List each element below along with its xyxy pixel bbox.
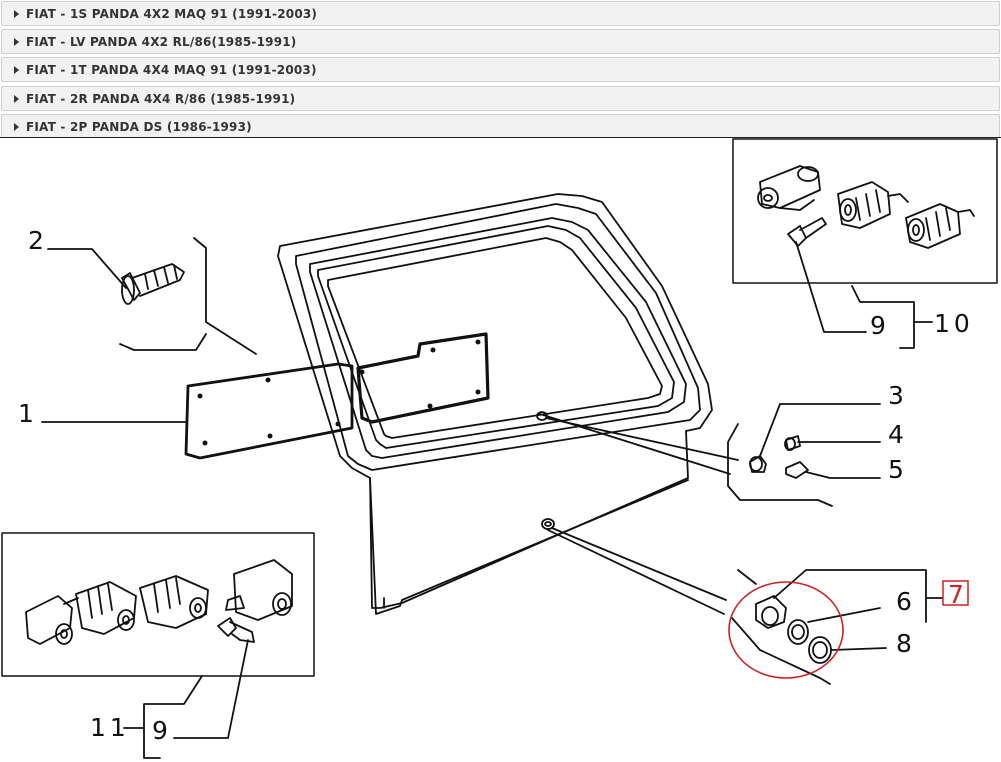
accordion-item-label: FIAT - 1S PANDA 4X2 MAQ 91 (1991-2003) xyxy=(26,6,318,21)
lock-cylinder-set-bottom xyxy=(25,559,293,645)
expand-triangle-icon xyxy=(14,9,19,18)
expand-triangle-icon xyxy=(14,94,19,103)
callout-7-box[interactable] xyxy=(942,580,969,606)
callout-10: 10 xyxy=(934,309,974,338)
accordion-item-label: FIAT - 2R PANDA 4X4 R/86 (1985-1991) xyxy=(26,91,296,106)
screw-part xyxy=(121,263,185,305)
parts-diagram: 2 1 3 4 5 6 8 9 10 11 9 7 xyxy=(0,137,1001,761)
callout-11: 11 xyxy=(90,713,130,742)
accordion-item-2r-panda-4x4[interactable]: FIAT - 2R PANDA 4X4 R/86 (1985-1991) xyxy=(1,86,1000,111)
callout-7[interactable]: 7 xyxy=(948,580,964,609)
accordion-item-label: FIAT - LV PANDA 4X2 RL/86(1985-1991) xyxy=(26,34,297,49)
accordion-item-lv-panda-4x2[interactable]: FIAT - LV PANDA 4X2 RL/86(1985-1991) xyxy=(1,29,1000,54)
highlight-circle xyxy=(728,581,844,679)
callout-6: 6 xyxy=(896,587,912,616)
tailgate-panel xyxy=(277,193,713,615)
callout-1: 1 xyxy=(18,399,34,428)
accordion-item-label: FIAT - 1T PANDA 4X4 MAQ 91 (1991-2003) xyxy=(26,62,317,77)
expand-triangle-icon xyxy=(14,122,19,131)
callout-2: 2 xyxy=(28,226,44,255)
accordion-item-1t-panda-4x4[interactable]: FIAT - 1T PANDA 4X4 MAQ 91 (1991-2003) xyxy=(1,57,1000,82)
lock-barrel-parts-6-8 xyxy=(755,595,832,664)
callout-5: 5 xyxy=(888,455,904,484)
tailgate-exploded-view: 2 1 3 4 5 6 8 9 10 11 9 7 xyxy=(1,138,998,759)
callout-4: 4 xyxy=(888,420,904,449)
small-parts-3-5 xyxy=(749,435,809,479)
accordion-item-2p-panda-ds[interactable]: FIAT - 2P PANDA DS (1986-1993) xyxy=(1,114,1000,139)
accordion-item-label: FIAT - 2P PANDA DS (1986-1993) xyxy=(26,119,252,134)
callout-8: 8 xyxy=(896,629,912,658)
lock-cylinder-set-top xyxy=(757,165,975,249)
callout-3: 3 xyxy=(888,381,904,410)
trim-panel xyxy=(184,332,490,460)
callout-9-bottom: 9 xyxy=(152,716,168,745)
expand-triangle-icon xyxy=(14,37,19,46)
accordion-item-1s-panda-4x2[interactable]: FIAT - 1S PANDA 4X2 MAQ 91 (1991-2003) xyxy=(1,1,1000,26)
expand-triangle-icon xyxy=(14,65,19,74)
callout-9-top: 9 xyxy=(870,311,886,340)
